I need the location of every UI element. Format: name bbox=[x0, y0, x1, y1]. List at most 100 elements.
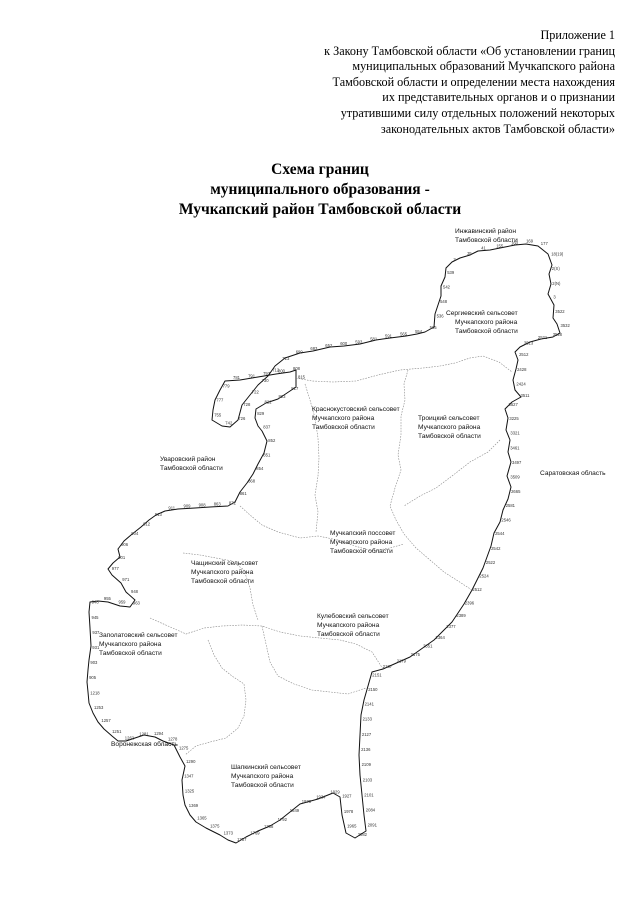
appendix-line: законодательных актов Тамбовской области… bbox=[380, 121, 615, 136]
boundary-point-label: 1294 bbox=[154, 731, 164, 736]
boundary-point-label: 2(S) bbox=[552, 266, 561, 271]
boundary-point-label: 2091 bbox=[368, 823, 378, 828]
council-labels: Сергиевский сельсовет Мучкапского района… bbox=[99, 309, 518, 789]
council-label: Тамбовской области bbox=[231, 781, 294, 789]
boundary-point-label: 913 bbox=[155, 512, 163, 517]
boundary-point-label: 2364 bbox=[436, 635, 446, 640]
boundary-point-label: 18(19) bbox=[551, 252, 564, 257]
boundary-point-label: 829 bbox=[257, 411, 265, 416]
boundary-point-label: 1929 bbox=[330, 789, 340, 794]
boundary-point-label: 2524 bbox=[479, 574, 489, 579]
boundary-point-label: 155 bbox=[496, 244, 504, 249]
boundary-point-label: 2133 bbox=[363, 717, 373, 722]
boundary-point-label: 868 bbox=[248, 479, 256, 484]
boundary-point-label: 779 bbox=[223, 384, 231, 389]
boundary-point-label: 713 bbox=[282, 356, 290, 361]
boundary-point-label: 912 bbox=[143, 521, 151, 526]
boundary-point-label: 542 bbox=[443, 284, 451, 289]
neighbor-label: Саратовская область bbox=[540, 469, 606, 477]
boundary-point-label: 2150 bbox=[368, 687, 378, 692]
boundary-point-label: 1262 bbox=[125, 736, 135, 741]
boundary-point-label: 1769 bbox=[250, 830, 260, 835]
boundary-point-label: 35 bbox=[467, 251, 472, 256]
boundary-point-label: 3527 bbox=[509, 402, 519, 407]
boundary-point-label: 2127 bbox=[362, 732, 372, 737]
boundary-point-label: 901 bbox=[118, 555, 126, 560]
boundary-point-label: 3528 bbox=[553, 332, 563, 337]
boundary-point-label: 837 bbox=[263, 425, 271, 430]
boundary-point-label: 2512 bbox=[472, 587, 482, 592]
boundary-point-label: 872 bbox=[229, 501, 237, 506]
boundary-point-label: 2665 bbox=[511, 489, 521, 494]
boundary-point-label: 851 bbox=[263, 452, 271, 457]
council-label: Мучкапского района bbox=[330, 538, 393, 546]
boundary-point-label: 1978 bbox=[344, 809, 354, 814]
boundary-point-label: 2141 bbox=[365, 702, 375, 707]
appendix-line: Приложение 1 bbox=[540, 28, 615, 42]
boundary-point-label: 909 bbox=[184, 503, 192, 508]
council-label: Мучкапского района bbox=[455, 318, 518, 326]
council-label: Мучкапского района bbox=[418, 423, 481, 431]
neighbor-label: Воронежская область bbox=[111, 740, 178, 748]
boundary-point-label: 554 bbox=[415, 329, 423, 334]
council-boundaries bbox=[149, 355, 513, 756]
boundary-point-label: 169 bbox=[526, 239, 534, 244]
boundary-point-label: 728 bbox=[243, 402, 251, 407]
boundary-point-label: 2521 bbox=[538, 335, 548, 340]
boundary-point-label: 2175 bbox=[411, 652, 421, 657]
boundary-point-label: 3511 bbox=[521, 393, 531, 398]
boundary-point-label: 911 bbox=[168, 505, 175, 510]
neighbor-label: Инжавинский район bbox=[455, 227, 516, 235]
boundary-point-label: 1792 bbox=[278, 817, 288, 822]
boundary-point-label: 2084 bbox=[366, 808, 376, 813]
boundary-point-label: 1278 bbox=[168, 737, 178, 742]
boundary-point-label: 2351 bbox=[423, 644, 433, 649]
boundary-point-label: 904 bbox=[131, 531, 139, 536]
boundary-point-label: 852 bbox=[268, 438, 276, 443]
boundary-point-label: 823 bbox=[279, 394, 287, 399]
boundary-point-label: 948 bbox=[131, 589, 139, 594]
boundary-point-label: 177 bbox=[541, 241, 549, 246]
boundary-point-label: 821 bbox=[265, 400, 273, 405]
boundary-point-label: 945 bbox=[92, 615, 100, 620]
boundary-point-label: 3522 bbox=[555, 309, 565, 314]
boundary-point-label: 2 bbox=[453, 257, 456, 262]
council-label: Мучкапского района bbox=[312, 414, 375, 422]
boundary-point-label: 1365 bbox=[197, 816, 207, 821]
boundary-point-label: 41 bbox=[481, 245, 486, 250]
boundary-point-label: 1369 bbox=[189, 803, 199, 808]
council-label: Мучкапский поссовет bbox=[330, 529, 395, 537]
council-label: Мучкапского района bbox=[231, 772, 294, 780]
council-label: Шапкинский сельсовет bbox=[231, 763, 301, 771]
boundary-point-label: 1373 bbox=[224, 831, 234, 836]
boundary-point-label: 3321 bbox=[510, 431, 520, 436]
neighbor-label: Тамбовской области bbox=[455, 236, 518, 244]
boundary-point-label: 652 bbox=[325, 343, 333, 348]
boundary-point-label: 2377 bbox=[446, 624, 456, 629]
appendix-line: муниципальных образований Мучкапского ра… bbox=[352, 59, 615, 74]
title-line: Схема границ bbox=[271, 161, 369, 178]
boundary-point-label: 726 bbox=[238, 416, 246, 421]
boundary-point-label: 931 bbox=[92, 645, 100, 650]
boundary-point-label: 2522 bbox=[486, 560, 496, 565]
boundary-point-label: 1965 bbox=[347, 824, 357, 829]
neighbor-label: Тамбовской области bbox=[160, 464, 223, 472]
boundary-point-label: 817 bbox=[291, 386, 299, 391]
boundary-point-label: 722 bbox=[252, 390, 260, 395]
council-label: Краснокустовский сельсовет bbox=[312, 405, 400, 413]
boundary-point-label: 959 bbox=[119, 599, 127, 604]
title-line: Мучкапский район Тамбовской области bbox=[178, 201, 462, 218]
boundary-point-label: 160 bbox=[511, 241, 519, 246]
boundary-point-label: 2103 bbox=[363, 777, 373, 782]
boundary-point-label: 1325 bbox=[185, 789, 195, 794]
boundary-point-label: 565 bbox=[400, 332, 408, 337]
boundary-point-label: 797 bbox=[263, 371, 271, 376]
boundary-point-label: 977 bbox=[112, 566, 120, 571]
neighbor-labels: Инжавинский район Тамбовской области Ува… bbox=[111, 227, 606, 748]
boundary-point-label: 903 bbox=[90, 660, 98, 665]
boundary-point-label: 963 bbox=[133, 600, 141, 605]
boundary-point-label: 1927 bbox=[342, 794, 352, 799]
map-title: Схема границ муниципального образования … bbox=[0, 160, 640, 220]
boundary-point-label: 906 bbox=[121, 542, 129, 547]
